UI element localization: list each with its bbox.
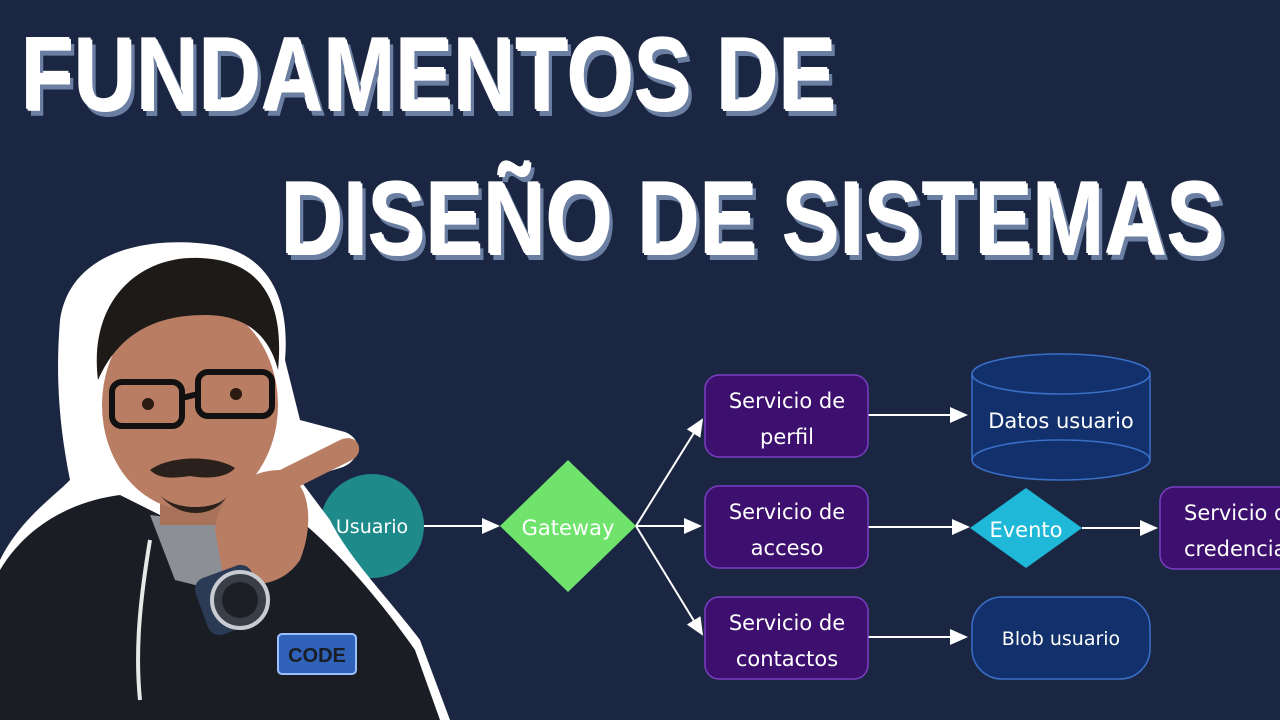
node-servicio-credencial: Servicio de credencial <box>1159 486 1280 570</box>
node-blob-label: Blob usuario <box>1002 628 1120 650</box>
title-line-2: DISEÑO DE SISTEMAS <box>282 162 1226 278</box>
node-credencial-line1: Servicio de <box>1184 501 1280 525</box>
node-gateway: Gateway <box>500 460 636 592</box>
arrow-gateway-contactos <box>635 525 704 636</box>
node-servicio-acceso: Servicio de acceso <box>704 485 869 569</box>
glasses-icon <box>109 369 275 429</box>
node-credencial-line2: credencial <box>1184 537 1280 561</box>
presenter-eye-left <box>142 398 154 410</box>
node-perfil-line2: perfil <box>760 425 814 449</box>
presenter-photo: CODE <box>0 242 450 720</box>
code-badge-label: CODE <box>288 645 346 667</box>
node-evento: Evento <box>970 488 1082 568</box>
node-evento-label: Evento <box>989 518 1062 542</box>
watch-icon <box>194 564 270 636</box>
node-acceso-line2: acceso <box>751 536 824 560</box>
presenter-eye-right <box>230 388 242 400</box>
node-usuario-label: Usuario <box>336 516 408 538</box>
presenter-mustache <box>150 458 235 478</box>
hoodie-string <box>136 539 152 701</box>
node-blob-usuario: Blob usuario <box>971 596 1151 680</box>
node-gateway-label: Gateway <box>522 516 615 540</box>
node-servicio-perfil: Servicio de perfil <box>704 374 869 458</box>
title-line-1: FUNDAMENTOS DE <box>22 18 838 134</box>
node-acceso-line1: Servicio de <box>729 500 845 524</box>
node-datos-label: Datos usuario <box>988 409 1133 433</box>
page-title: FUNDAMENTOS DE DISEÑO DE SISTEMAS <box>0 0 1280 300</box>
arrow-gateway-perfil <box>635 418 704 527</box>
node-datos-usuario: Datos usuario <box>971 353 1151 481</box>
code-badge: CODE <box>277 633 357 675</box>
node-contactos-line2: contactos <box>736 647 838 671</box>
presenter-hair <box>96 257 280 380</box>
node-servicio-contactos: Servicio de contactos <box>704 596 869 680</box>
presenter-beard <box>160 495 228 514</box>
diagram-arrows <box>424 407 1158 645</box>
presenter-face <box>102 300 278 510</box>
pointing-hand <box>215 438 360 584</box>
node-perfil-line1: Servicio de <box>729 389 845 413</box>
node-contactos-line1: Servicio de <box>729 611 845 635</box>
